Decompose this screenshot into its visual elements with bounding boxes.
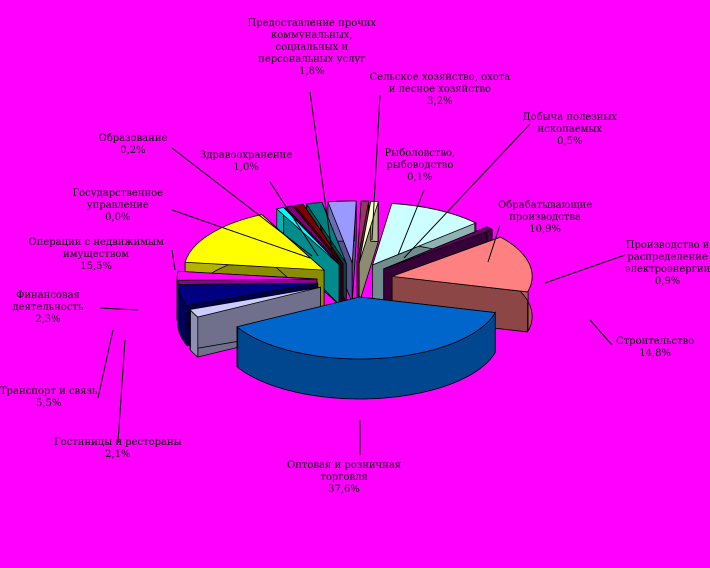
slice-label-4: Производство и распределение электроэнер… xyxy=(625,240,710,288)
leader-line-5 xyxy=(589,319,613,346)
slice-label-name: Производство и распределение электроэнер… xyxy=(625,240,710,275)
pie-slice-11 xyxy=(275,207,340,265)
slice-label-value: 15,5% xyxy=(80,261,113,272)
slice-label-value: 5,5% xyxy=(35,398,62,409)
slice-label-name: Государственное управление xyxy=(72,188,164,211)
slice-wall-7 xyxy=(190,309,199,358)
leader-line-3 xyxy=(487,224,501,263)
pie-slice-3 xyxy=(372,203,477,266)
leader-line-7 xyxy=(117,339,126,443)
slice-label-14: Предоставление прочих коммунальных, соци… xyxy=(248,18,377,78)
pie-slice-9 xyxy=(176,270,318,281)
leader-line-4 xyxy=(544,254,626,284)
leader-line-11 xyxy=(171,209,311,259)
pie-slice-12 xyxy=(284,205,342,265)
slice-label-name: Финансовая деятельность xyxy=(12,290,84,313)
slice-label-value: 1,0% xyxy=(233,162,259,173)
slice-label-value: 1,8% xyxy=(299,66,325,77)
pie-slice-1 xyxy=(356,200,370,264)
leader-line-2 xyxy=(403,123,531,259)
slice-label-value: 3,2% xyxy=(427,96,453,107)
pie-slice-6 xyxy=(236,296,496,360)
pie-slice-7 xyxy=(189,286,321,318)
slice-label-value: 2,1% xyxy=(105,449,131,460)
leader-line-14 xyxy=(309,91,333,253)
slice-label-name: Здравоохранение xyxy=(200,150,293,161)
leader-line-12 xyxy=(171,147,313,257)
leader-line-0 xyxy=(371,94,381,241)
slice-label-name: Гостиницы и рестораны xyxy=(54,437,182,448)
slice-label-value: 10,9% xyxy=(529,224,561,235)
pie-slice-14 xyxy=(305,201,347,264)
slice-label-value: 0,0% xyxy=(105,212,131,223)
slice-label-value: 0,1% xyxy=(407,172,433,183)
slice-label-name: Добыча полезных ископаемых xyxy=(522,112,618,135)
slice-label-value: 0,2% xyxy=(120,145,146,156)
slice-label-name: Сельское хозяйство, охота и лесное хозяй… xyxy=(369,72,511,95)
slice-label-name: Строительство xyxy=(616,336,695,347)
leader-line-9 xyxy=(99,307,139,311)
slice-label-value: 2,3% xyxy=(35,314,61,325)
pie-slice-4 xyxy=(383,226,494,270)
slice-label-name: Оптовая и розничная торговля xyxy=(287,460,402,483)
pie-slice-8 xyxy=(177,282,318,307)
slice-label-name: Операции с недвижимым имуществом xyxy=(28,237,164,260)
leader-line-1 xyxy=(397,189,425,256)
leader-line-8 xyxy=(97,329,114,399)
slice-label-name: Образование xyxy=(98,133,168,144)
slice-label-name: Рыболовство, рыбоводство xyxy=(384,148,456,171)
pie-slice-10 xyxy=(184,214,326,271)
slice-label-name: Транспорт и связь xyxy=(0,386,98,397)
pie-slice-13 xyxy=(293,203,344,265)
slice-label-value: 0,5% xyxy=(557,136,583,147)
leader-line-13 xyxy=(269,181,319,257)
pie-slice-0 xyxy=(327,200,357,264)
slice-label-value: 0,9% xyxy=(654,276,681,287)
slice-label-value: 37,6% xyxy=(328,484,360,495)
leader-line-10 xyxy=(171,249,176,271)
slice-label-value: 14,8% xyxy=(639,348,672,359)
pie-slice-5 xyxy=(391,236,533,293)
slice-label-name: Обрабатывающие производства xyxy=(498,200,593,223)
slice-label-0: Сельское хозяйство, охота и лесное хозяй… xyxy=(370,72,511,108)
slice-label-name: Предоставление прочих коммунальных, соци… xyxy=(247,18,377,65)
